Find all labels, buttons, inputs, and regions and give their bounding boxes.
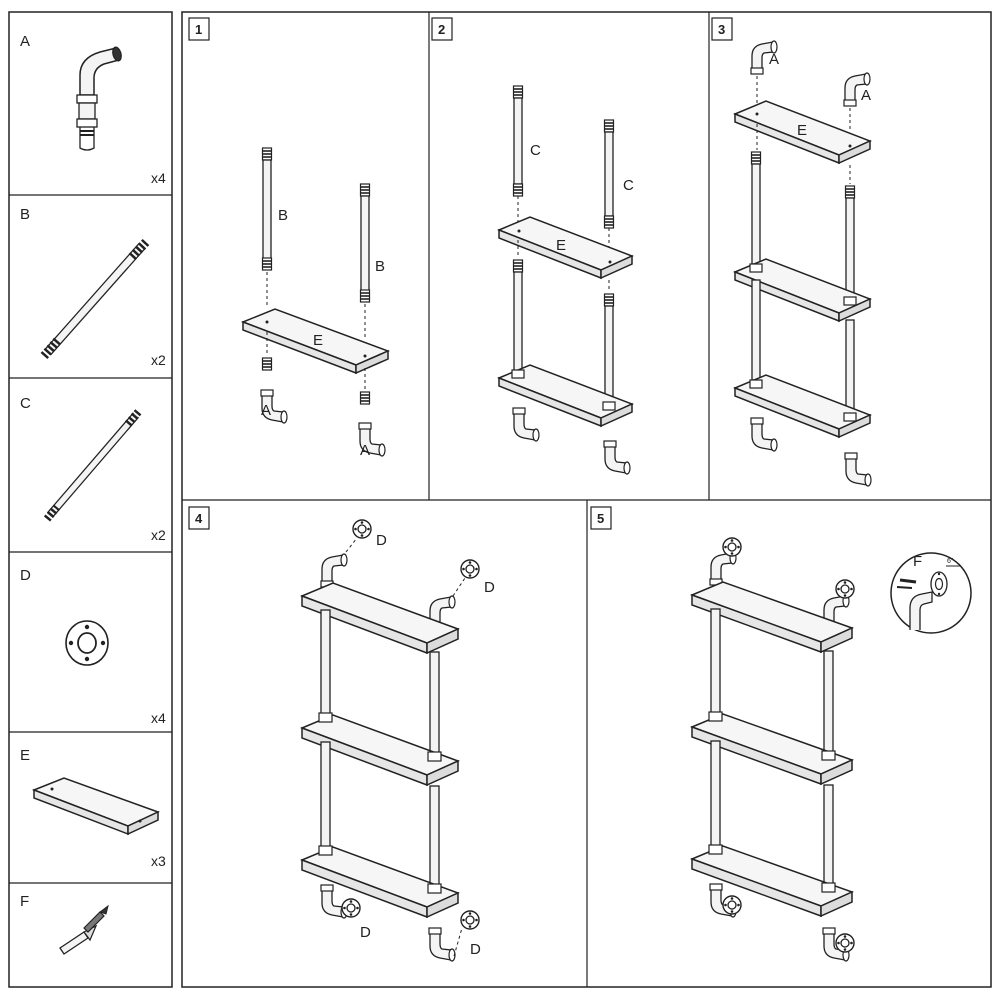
elbow-fitting-icon xyxy=(76,46,122,151)
part-c-letter: C xyxy=(20,395,31,412)
step-3-panel: 3 A A E xyxy=(711,17,872,487)
board-e-upper xyxy=(497,216,634,280)
part-a: A x4 xyxy=(20,33,166,186)
part-d-qty: x4 xyxy=(151,710,166,726)
part-a-qty: x4 xyxy=(151,170,166,186)
flange-d-bottom-right xyxy=(453,910,480,957)
step-1-label-a-right: A xyxy=(360,442,370,459)
part-d-letter: D xyxy=(20,567,31,584)
step-1-badge: 1 xyxy=(188,17,210,41)
step-4-label-d-2: D xyxy=(484,579,495,596)
part-e-qty: x3 xyxy=(151,853,166,869)
step-2-badge: 2 xyxy=(431,17,453,41)
step-4-number: 4 xyxy=(195,511,203,526)
step-4-shelf-assembly xyxy=(299,553,460,962)
step-1-label-b-left: B xyxy=(278,207,288,224)
step-2-label-c-right: C xyxy=(623,177,634,194)
step-4-badge: 4 xyxy=(188,506,210,530)
part-b-letter: B xyxy=(20,206,30,223)
step-4-panel: 4 xyxy=(188,506,495,962)
step-1-label-b-right: B xyxy=(375,258,385,275)
step-4-label-d-4: D xyxy=(470,941,481,958)
step-1-panel: 1 B B E xyxy=(188,17,391,459)
step-4-label-d-1: D xyxy=(376,532,387,549)
elbow-a-left xyxy=(260,332,288,424)
part-a-letter: A xyxy=(20,33,30,50)
step-3-label-a-right: A xyxy=(861,87,871,104)
wall-mount-detail xyxy=(890,552,972,634)
step-3-badge: 3 xyxy=(711,17,733,41)
step-2-label-e: E xyxy=(556,237,566,254)
part-e-letter: E xyxy=(20,747,30,764)
part-e: E x3 xyxy=(20,747,166,869)
step-3-assembly xyxy=(733,124,872,487)
part-b-qty: x2 xyxy=(151,352,166,368)
parts-panel: A x4 B x2 xyxy=(8,11,173,988)
pipe-c-right xyxy=(603,119,615,256)
step-5-panel: 5 xyxy=(590,506,972,962)
step-5-label-size: 6" xyxy=(947,558,954,565)
part-c: C x2 xyxy=(20,395,166,543)
pipe-b-right xyxy=(359,183,371,340)
pipe-c-left xyxy=(512,85,524,226)
step-3-number: 3 xyxy=(718,22,725,37)
screw-anchor-icon xyxy=(59,904,109,955)
step-1-label-a-left: A xyxy=(261,402,271,419)
step-1-number: 1 xyxy=(195,22,202,37)
steps-frame xyxy=(181,11,992,988)
long-pipe-icon xyxy=(40,238,150,359)
step-4-label-d-3: D xyxy=(360,924,371,941)
board-e-top xyxy=(733,100,872,165)
board-e xyxy=(240,308,391,375)
step-2-label-c-left: C xyxy=(530,142,541,159)
part-c-qty: x2 xyxy=(151,527,166,543)
step-5-number: 5 xyxy=(597,511,604,526)
floor-flange-icon xyxy=(65,620,109,666)
step-1-label-e: E xyxy=(313,332,323,349)
part-f-letter: F xyxy=(20,893,29,910)
part-b: B x2 xyxy=(20,206,166,368)
step-5-shelf-assembly xyxy=(689,537,855,962)
pipe-b-left xyxy=(261,147,273,308)
step-3-label-e: E xyxy=(797,122,807,139)
elbow-a-right xyxy=(358,368,386,457)
step-5-label-f: F xyxy=(913,553,922,570)
elbow-a-top-right xyxy=(843,72,871,132)
step-5-badge: 5 xyxy=(590,506,612,530)
flange-d-top-right xyxy=(452,559,480,597)
step-2-assembly xyxy=(497,240,634,475)
part-d: D x4 xyxy=(20,567,166,726)
wood-board-icon xyxy=(31,777,160,836)
short-pipe-icon xyxy=(43,408,143,522)
step-2-panel: 2 C C E xyxy=(431,17,634,475)
step-2-number: 2 xyxy=(438,22,445,37)
flange-d-bottom-left xyxy=(341,898,361,918)
step-3-label-a-left: A xyxy=(769,51,779,68)
part-f: F xyxy=(20,893,109,955)
flange-d-top-left xyxy=(345,519,372,553)
